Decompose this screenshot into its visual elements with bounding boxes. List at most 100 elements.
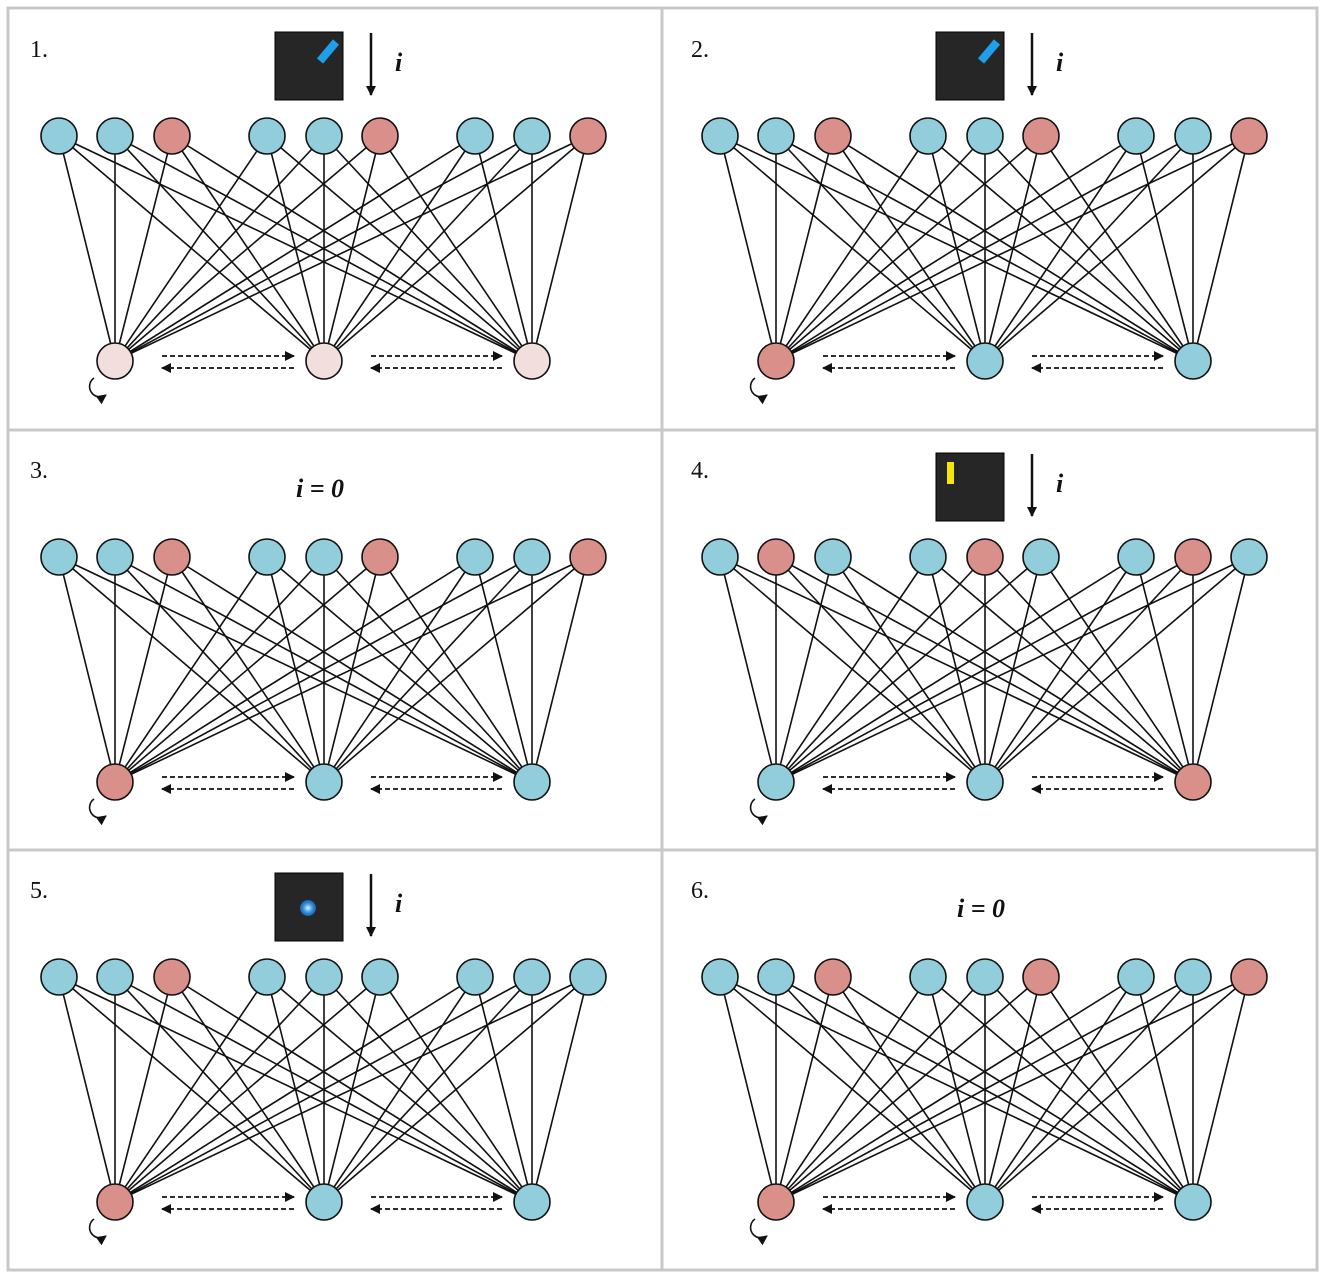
top-node-blue bbox=[96, 117, 134, 155]
connection-line bbox=[58, 556, 116, 783]
connection-line bbox=[531, 976, 589, 1203]
connection-line bbox=[775, 556, 1042, 783]
top-node-blue bbox=[757, 117, 795, 155]
top-node-red bbox=[1230, 958, 1268, 996]
connection-line bbox=[1192, 976, 1250, 1203]
self-loop-arrow bbox=[88, 1218, 107, 1246]
top-node-blue bbox=[513, 538, 551, 576]
connection-line bbox=[323, 556, 589, 783]
connections bbox=[58, 976, 589, 1203]
connection-line bbox=[323, 976, 476, 1203]
bottom-node-blue bbox=[1174, 1183, 1212, 1221]
connection-line bbox=[775, 556, 929, 783]
blue-dot bbox=[300, 900, 316, 916]
top-node-blue bbox=[40, 117, 78, 155]
panel-6: 6. i = 0 bbox=[691, 878, 1268, 1246]
top-node-blue bbox=[1230, 538, 1268, 576]
input-arrow-label: i bbox=[395, 48, 403, 77]
connection-line bbox=[114, 556, 268, 783]
top-node-blue bbox=[513, 117, 551, 155]
self-loop-arrow bbox=[749, 1218, 768, 1246]
top-node-red bbox=[757, 538, 795, 576]
panel-label: 5. bbox=[30, 878, 48, 904]
top-node-blue bbox=[305, 958, 343, 996]
top-node-blue bbox=[909, 538, 947, 576]
yellow-vertical-bar bbox=[947, 462, 954, 484]
connection-line bbox=[984, 135, 1250, 362]
connection-line bbox=[323, 976, 589, 1203]
top-node-blue bbox=[248, 117, 286, 155]
input-stimulus-image bbox=[274, 872, 344, 942]
connection-line bbox=[984, 976, 1194, 1203]
input-stimulus-image bbox=[935, 31, 1005, 101]
connection-line bbox=[323, 135, 589, 362]
connection-line bbox=[114, 556, 589, 783]
connection-line bbox=[984, 976, 1250, 1203]
top-node-blue bbox=[1117, 538, 1155, 576]
connection-line bbox=[775, 135, 929, 362]
connection-line bbox=[775, 135, 1042, 362]
connection-line bbox=[114, 135, 476, 362]
panel-4: 4.i bbox=[691, 452, 1268, 826]
panel-label: 6. bbox=[691, 878, 709, 904]
connection-line bbox=[719, 135, 777, 362]
blue-diagonal-bar bbox=[316, 39, 340, 64]
connection-line bbox=[775, 976, 1250, 1203]
connection-line bbox=[114, 976, 173, 1203]
top-node-blue bbox=[909, 117, 947, 155]
connection-line bbox=[114, 556, 533, 783]
top-node-blue bbox=[1174, 117, 1212, 155]
connection-line bbox=[775, 976, 1137, 1203]
top-node-red bbox=[153, 958, 191, 996]
connection-line bbox=[1192, 135, 1250, 362]
connection-line bbox=[775, 556, 986, 783]
connection-line bbox=[775, 556, 1194, 783]
top-node-blue bbox=[966, 958, 1004, 996]
connection-line bbox=[984, 135, 1137, 362]
connection-line bbox=[323, 556, 533, 783]
bottom-node-blue bbox=[513, 1183, 551, 1221]
blue-diagonal-bar bbox=[977, 39, 1001, 64]
connection-line bbox=[775, 556, 834, 783]
connection-line bbox=[323, 135, 476, 362]
connections bbox=[58, 135, 589, 362]
connection-line bbox=[775, 976, 1194, 1203]
connection-line bbox=[114, 556, 381, 783]
bottom-node-blue bbox=[305, 763, 343, 801]
connection-line bbox=[114, 135, 325, 362]
bottom-node-red bbox=[96, 1183, 134, 1221]
top-node-blue bbox=[1117, 958, 1155, 996]
top-node-blue bbox=[701, 958, 739, 996]
connection-line bbox=[1135, 556, 1194, 783]
connection-line bbox=[1135, 976, 1194, 1203]
connection-line bbox=[323, 135, 533, 362]
connection-line bbox=[1135, 135, 1194, 362]
connection-line bbox=[114, 135, 268, 362]
panel-label: 2. bbox=[691, 37, 709, 63]
connection-line bbox=[114, 135, 589, 362]
stimulus-frame bbox=[935, 452, 1005, 522]
input-zero-label: i = 0 bbox=[957, 894, 1005, 923]
connection-line bbox=[474, 976, 533, 1203]
input-zero-label: i = 0 bbox=[296, 474, 344, 503]
top-node-blue bbox=[757, 958, 795, 996]
connection-line bbox=[114, 976, 589, 1203]
top-node-blue bbox=[456, 117, 494, 155]
connection-line bbox=[775, 135, 1194, 362]
input-stimulus-image bbox=[935, 452, 1005, 522]
connection-line bbox=[984, 556, 1250, 783]
self-loop-arrow bbox=[749, 377, 768, 405]
top-node-blue bbox=[701, 538, 739, 576]
top-node-blue bbox=[1117, 117, 1155, 155]
connection-line bbox=[719, 556, 777, 783]
panel-2: 2.i bbox=[691, 31, 1268, 405]
panel-1: 1.i bbox=[30, 31, 607, 405]
connection-line bbox=[58, 135, 116, 362]
top-node-blue bbox=[361, 958, 399, 996]
self-loop-arrow bbox=[749, 798, 768, 826]
connection-line bbox=[984, 556, 1137, 783]
bottom-node-pale bbox=[96, 342, 134, 380]
top-node-blue bbox=[305, 538, 343, 576]
